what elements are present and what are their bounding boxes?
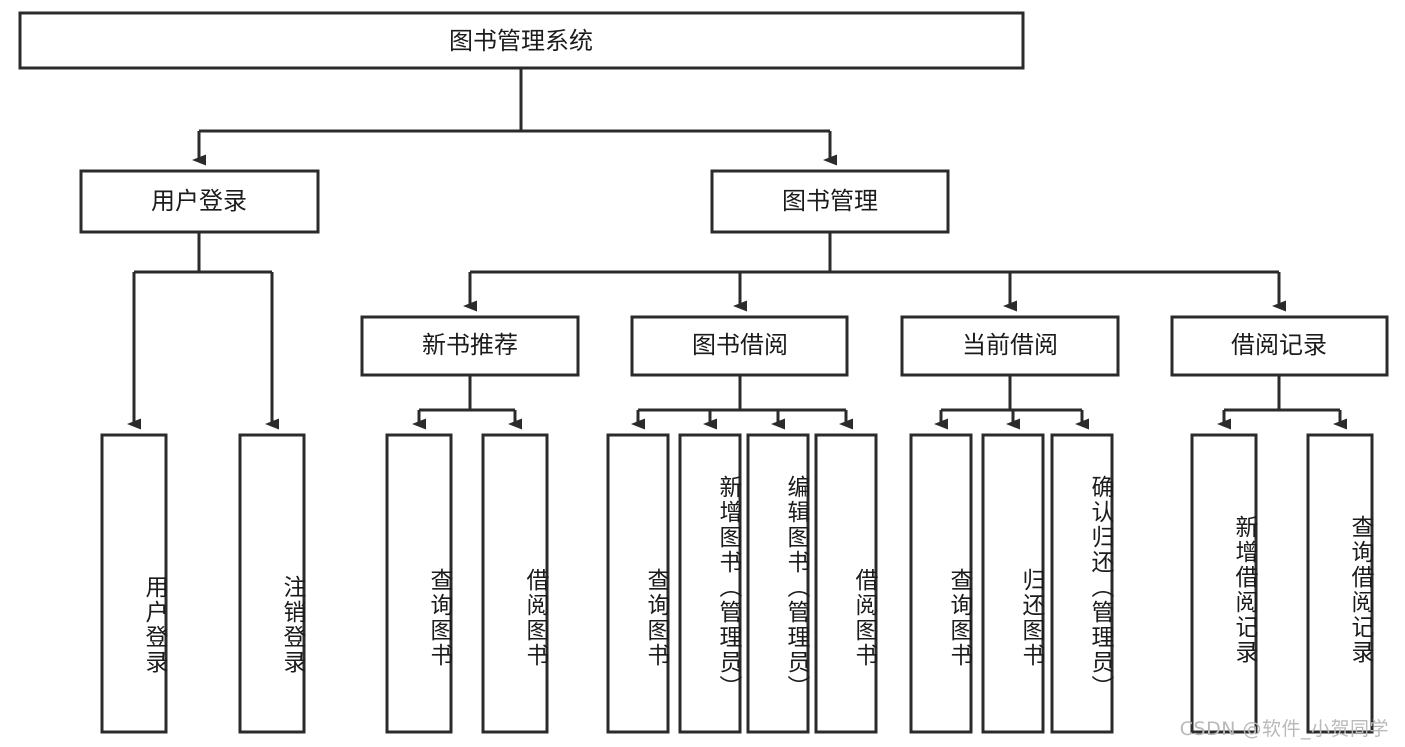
node-leaf-confirm-return-admin-box[interactable] <box>1050 433 1114 734</box>
connector-group-user-login <box>127 232 279 430</box>
node-current-borrow-label: 当前借阅 <box>962 331 1058 359</box>
node-leaf-query-borrow-record-box[interactable] <box>1306 433 1374 734</box>
node-leaf-query-book-borrow-box[interactable] <box>606 433 670 734</box>
node-book-manage[interactable]: 图书管理 <box>710 169 950 234</box>
node-book-manage-box[interactable] <box>710 169 950 234</box>
connector-group-borrow-records <box>1217 375 1347 430</box>
node-user-login-box[interactable] <box>79 169 320 234</box>
node-leaf-query-book-recommend-box[interactable] <box>385 433 453 734</box>
leaf-boxes <box>100 433 1374 734</box>
node-leaf-borrow-book-recommend-box[interactable] <box>481 433 549 734</box>
connector-group-current-borrow <box>934 375 1089 430</box>
node-root-box[interactable] <box>18 11 1025 70</box>
connector-group-book-borrow <box>631 375 853 430</box>
node-borrow-records-label: 借阅记录 <box>1231 331 1327 359</box>
node-leaf-return-book-box[interactable] <box>981 433 1045 734</box>
node-root-label: 图书管理系统 <box>449 27 593 55</box>
csdn-watermark: CSDN @软件_小贺同学 <box>1179 718 1389 740</box>
connector-group-root <box>192 68 837 166</box>
node-leaf-logout-login-box[interactable] <box>238 433 306 734</box>
node-book-borrow-label: 图书借阅 <box>692 331 788 359</box>
node-borrow-records-box[interactable] <box>1170 315 1389 377</box>
node-leaf-add-book-admin-box[interactable] <box>678 433 742 734</box>
node-leaf-user-login-box[interactable] <box>100 433 168 734</box>
node-user-login[interactable]: 用户登录 <box>79 169 320 234</box>
node-new-book-recommend[interactable]: 新书推荐 <box>360 315 580 377</box>
node-current-borrow[interactable]: 当前借阅 <box>900 315 1120 377</box>
node-book-borrow[interactable]: 图书借阅 <box>630 315 849 377</box>
node-borrow-records[interactable]: 借阅记录 <box>1170 315 1389 377</box>
node-leaf-query-book-current-box[interactable] <box>909 433 973 734</box>
node-user-login-label: 用户登录 <box>151 187 247 215</box>
node-book-manage-label: 图书管理 <box>782 187 878 215</box>
connector-group-book-manage <box>463 232 1286 312</box>
node-leaf-edit-book-admin-box[interactable] <box>746 433 810 734</box>
node-new-book-recommend-label: 新书推荐 <box>422 331 518 359</box>
node-current-borrow-box[interactable] <box>900 315 1120 377</box>
node-leaf-add-borrow-record-box[interactable] <box>1190 433 1258 734</box>
node-leaf-borrow-book-box[interactable] <box>814 433 878 734</box>
connector-group-new-book-recommend <box>412 375 522 430</box>
node-new-book-recommend-box[interactable] <box>360 315 580 377</box>
node-book-borrow-box[interactable] <box>630 315 849 377</box>
node-root[interactable]: 图书管理系统 <box>18 11 1025 70</box>
